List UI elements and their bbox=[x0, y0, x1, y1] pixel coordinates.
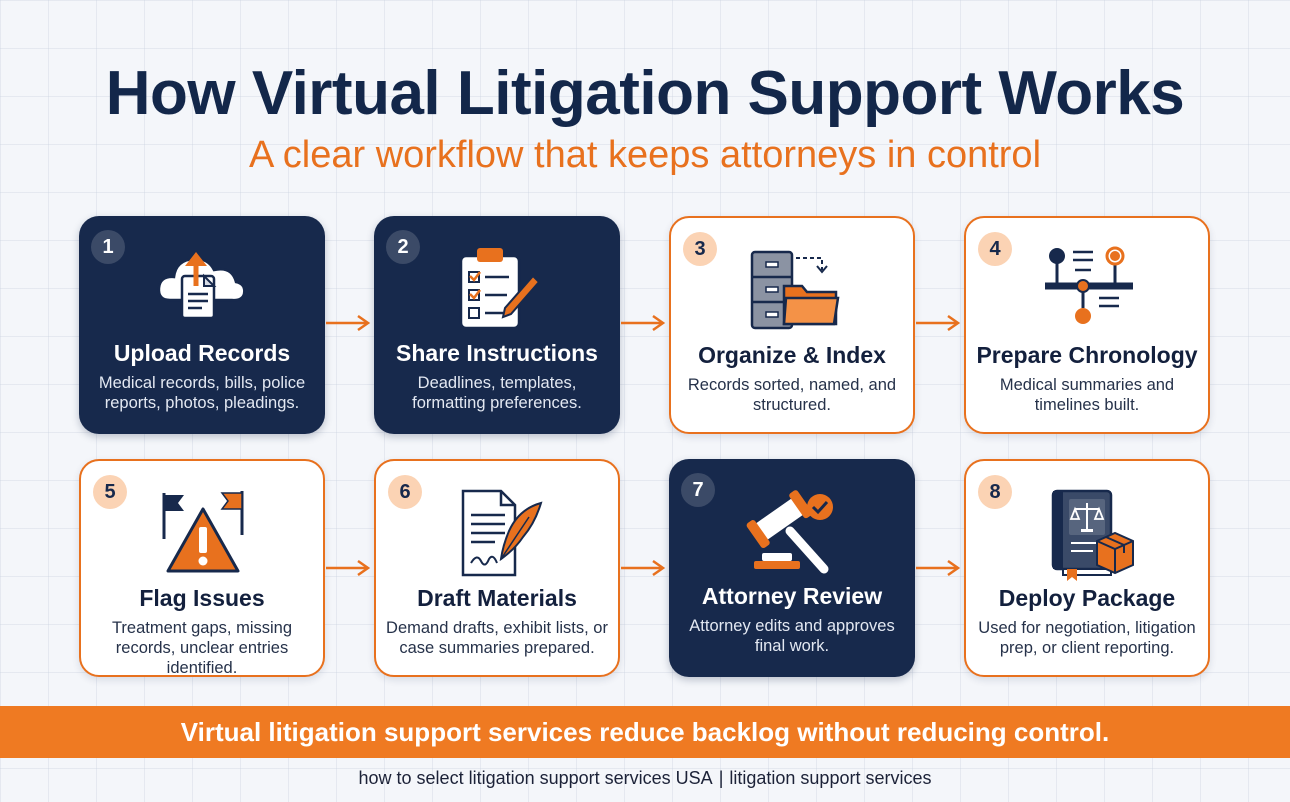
step-card-3: 3 Organize & Index Records sorted, named… bbox=[669, 216, 915, 434]
step-number-badge: 6 bbox=[388, 475, 422, 509]
step-title: Attorney Review bbox=[701, 583, 883, 609]
arrow-right-icon bbox=[621, 559, 666, 577]
step-description: Medical summaries and timelines built. bbox=[999, 376, 1175, 414]
page-subtitle: A clear workflow that keeps attorneys in… bbox=[248, 134, 1042, 176]
step-title: Draft Materials bbox=[417, 585, 577, 611]
step-number-badge: 5 bbox=[93, 475, 127, 509]
timeline-icon bbox=[1039, 240, 1139, 340]
cloud-upload-icon bbox=[152, 238, 252, 338]
step-card-5: 5 Flag Issues Treatment gaps, missing re… bbox=[79, 459, 325, 677]
footer-keyword-left: how to select litigation support service… bbox=[358, 768, 713, 788]
clipboard-checklist-icon bbox=[447, 238, 547, 338]
law-book-package-icon bbox=[1039, 483, 1139, 583]
step-description: Medical records, bills, police reports, … bbox=[98, 374, 306, 412]
step-card-6: 6 Draft Materials Demand drafts, exhibit… bbox=[374, 459, 620, 677]
gavel-check-icon bbox=[742, 481, 842, 581]
step-title: Organize & Index bbox=[698, 342, 886, 368]
step-number-badge: 8 bbox=[978, 475, 1012, 509]
step-title: Flag Issues bbox=[139, 585, 265, 611]
arrow-right-icon bbox=[326, 314, 371, 332]
step-description: Attorney edits and approves final work. bbox=[689, 617, 895, 655]
step-number-badge: 3 bbox=[683, 232, 717, 266]
step-card-4: 4 Prepare Chronology Medical summaries a… bbox=[964, 216, 1210, 434]
step-card-1: 1 Upload Records Medical records, bills,… bbox=[79, 216, 325, 434]
step-number-badge: 2 bbox=[386, 230, 420, 264]
document-quill-icon bbox=[449, 483, 549, 583]
step-title: Deploy Package bbox=[998, 585, 1176, 611]
arrow-right-icon bbox=[916, 559, 961, 577]
step-card-7: 7 Attorney Review Attorney edits and app… bbox=[669, 459, 915, 677]
step-title: Upload Records bbox=[113, 340, 291, 366]
footer-keyword-right: litigation support services bbox=[729, 768, 932, 788]
step-title: Share Instructions bbox=[396, 340, 598, 366]
arrow-right-icon bbox=[916, 314, 961, 332]
step-description: Used for negotiation, litigation prep, o… bbox=[978, 619, 1196, 657]
step-description: Demand drafts, exhibit lists, or case su… bbox=[386, 619, 608, 657]
file-cabinet-folder-icon bbox=[744, 240, 844, 340]
step-title: Prepare Chronology bbox=[976, 342, 1198, 368]
step-card-8: 8 Deploy Package Used for negotiation, l… bbox=[964, 459, 1210, 677]
step-description: Deadlines, templates, formatting prefere… bbox=[412, 374, 582, 412]
step-number-badge: 4 bbox=[978, 232, 1012, 266]
step-description: Treatment gaps, missing records, unclear… bbox=[111, 619, 293, 677]
arrow-right-icon bbox=[621, 314, 666, 332]
page-title: How Virtual Litigation Support Works bbox=[105, 59, 1185, 128]
summary-banner: Virtual litigation support services redu… bbox=[0, 706, 1290, 758]
step-number-badge: 7 bbox=[681, 473, 715, 507]
warning-flags-icon bbox=[154, 483, 254, 583]
footer-separator: | bbox=[718, 768, 724, 788]
step-number-badge: 1 bbox=[91, 230, 125, 264]
step-card-2: 2 Share Instructions Deadlines, template… bbox=[374, 216, 620, 434]
arrow-right-icon bbox=[326, 559, 371, 577]
footer: how to select litigation support service… bbox=[0, 768, 1290, 789]
step-description: Records sorted, named, and structured. bbox=[687, 376, 897, 414]
